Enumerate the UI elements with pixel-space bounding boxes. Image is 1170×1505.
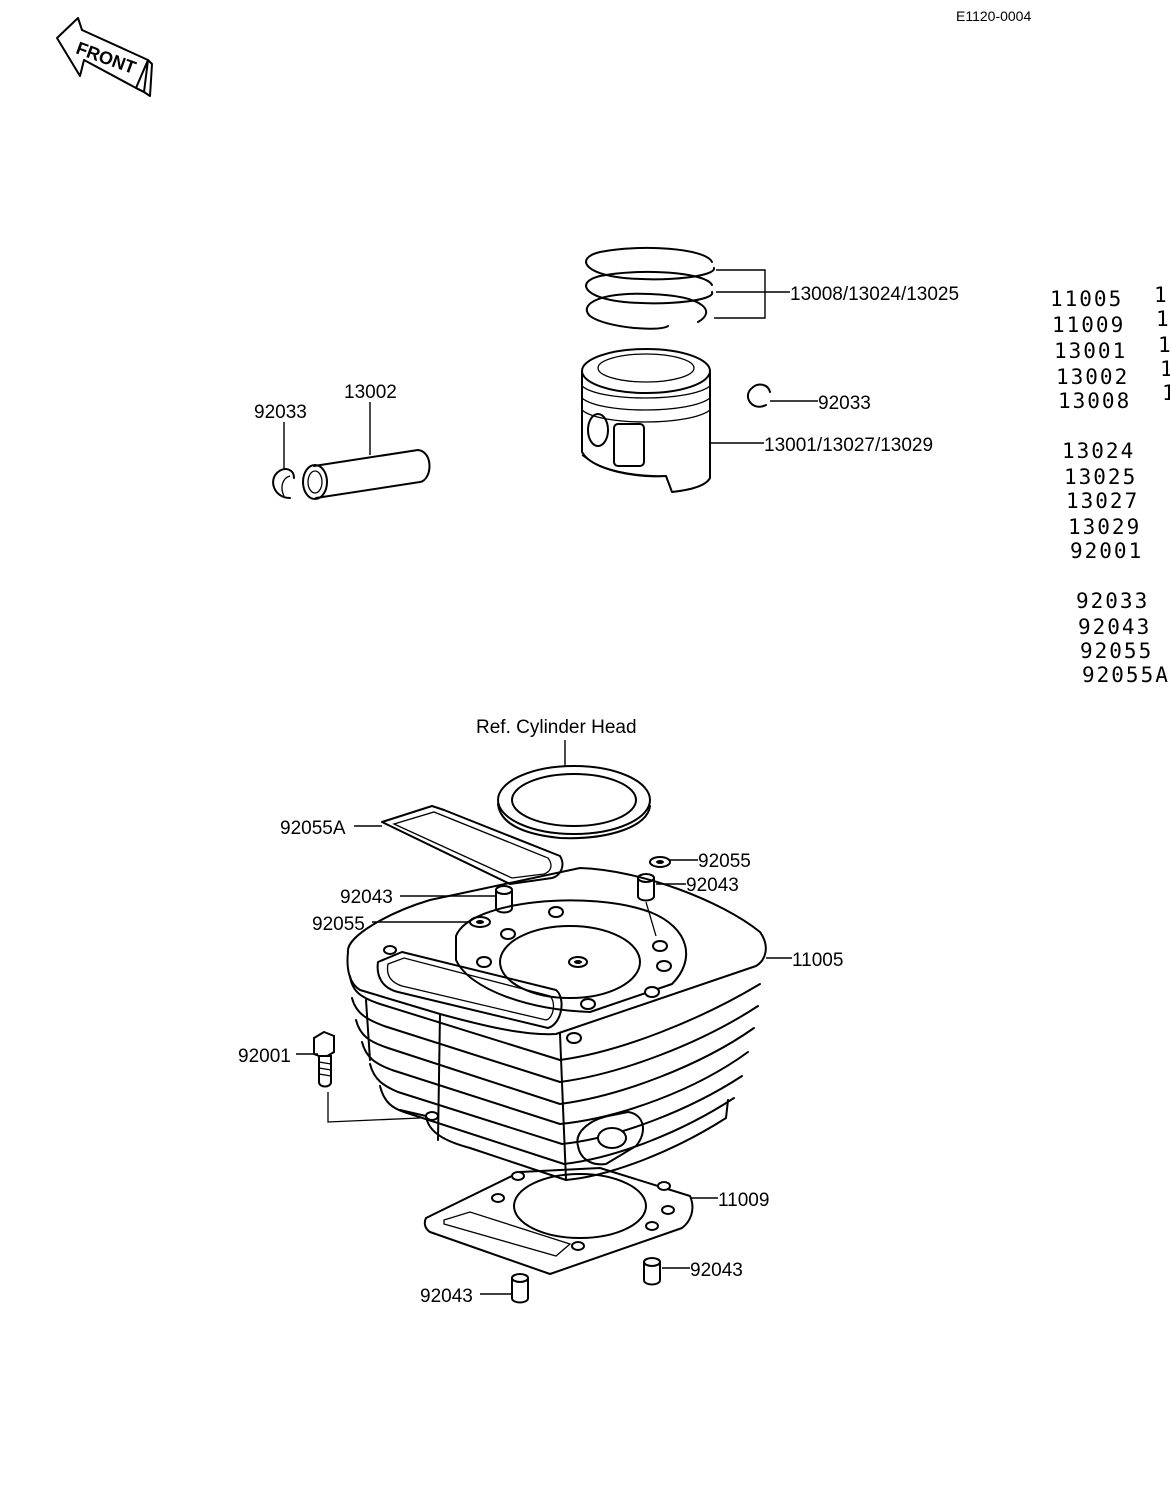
front-arrow-icon: FRONT: [56, 17, 153, 97]
part-list-item: 13025: [1064, 465, 1137, 489]
base-gasket: [423, 1167, 694, 1275]
part-list-item: 13024: [1062, 439, 1135, 463]
part-list-item: 13008: [1058, 389, 1131, 413]
piston: [581, 348, 711, 493]
part-list-item: 92001: [1070, 539, 1143, 563]
dowel-bottom-right: [643, 1257, 661, 1286]
callout-piston: 13001/13027/13029: [764, 435, 933, 456]
circlip-right: [747, 383, 771, 408]
part-list-qty: 1: [1154, 283, 1169, 307]
part-list-qty: 1: [1162, 381, 1170, 405]
callout-base-gasket: 11009: [718, 1190, 769, 1211]
callout-cylinder: 11005: [792, 950, 843, 971]
callout-bolt: 92001: [238, 1046, 291, 1067]
part-list-item: 13001: [1054, 339, 1127, 363]
circlip-left: [272, 468, 295, 499]
piston-rings: [585, 246, 715, 330]
piston-pin: [302, 449, 431, 500]
part-list-item: 92043: [1078, 615, 1151, 639]
callout-dowel-top-left: 92043: [340, 887, 393, 908]
callout-circlip-right: 92033: [818, 393, 871, 414]
part-list-item: 13002: [1056, 365, 1129, 389]
part-list-item: 92055A: [1082, 663, 1170, 687]
part-list-item: 11005: [1050, 287, 1123, 311]
ref-cylinder-head-label: Ref. Cylinder Head: [476, 717, 637, 738]
callout-dowel-bottom-left: 92043: [420, 1286, 473, 1307]
part-list-item: 13027: [1066, 489, 1139, 513]
head-gasket-ring: [497, 765, 651, 840]
part-list-item: 92055: [1080, 639, 1153, 663]
dowel-bottom-left: [511, 1273, 529, 1304]
document-code: E1120-0004: [956, 8, 1031, 24]
cylinder-block: [346, 867, 767, 1181]
parts-list: 11005 11009 13001 13002 13008 13024 1302…: [1050, 283, 1170, 687]
callout-dowel-top-right: 92043: [686, 875, 739, 896]
part-list-item: 11009: [1052, 313, 1125, 337]
rocker-gasket: [381, 805, 564, 885]
callout-washer-left: 92055: [312, 914, 365, 935]
callout-washer-top-right: 92055: [698, 851, 751, 872]
part-list-item: 92033: [1076, 589, 1149, 613]
callout-rocker-gasket: 92055A: [280, 818, 346, 839]
callout-piston-rings: 13008/13024/13025: [790, 284, 959, 305]
part-list-qty: 1: [1158, 333, 1170, 357]
callout-circlip-left: 92033: [254, 402, 307, 423]
part-list-qty: 1: [1156, 307, 1170, 331]
stud-bolt: [313, 1030, 335, 1088]
part-list-qty: 1: [1160, 357, 1170, 381]
part-list-item: 13029: [1068, 515, 1141, 539]
callout-dowel-bottom-right: 92043: [690, 1260, 743, 1281]
callout-piston-pin: 13002: [344, 382, 397, 403]
